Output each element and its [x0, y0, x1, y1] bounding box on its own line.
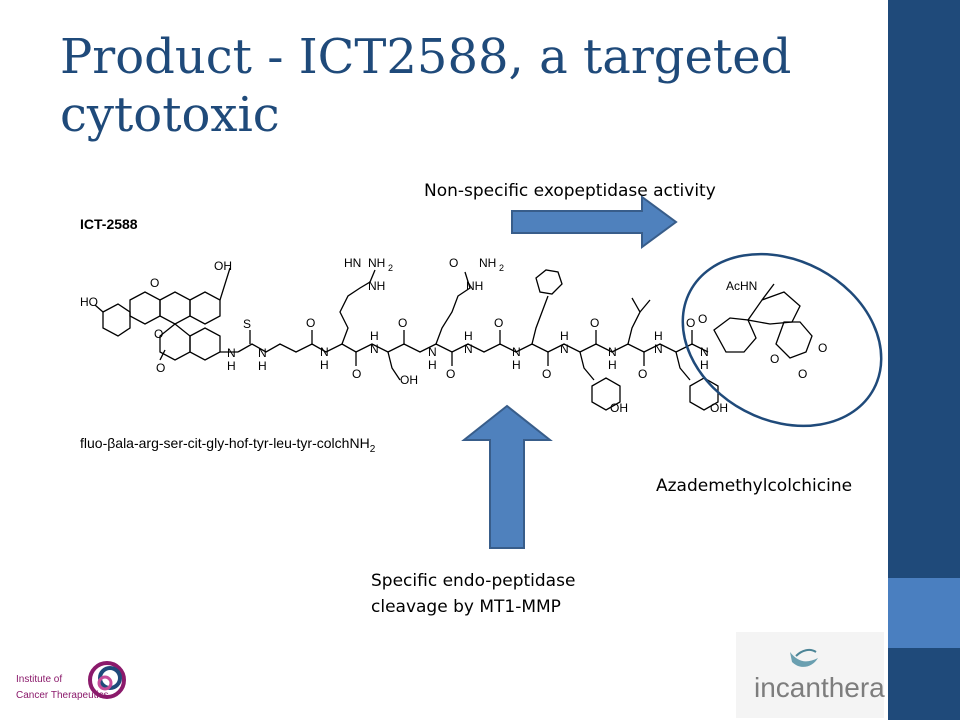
icr-logo-line2: Cancer Therapeutics: [16, 690, 109, 701]
atom-n-3: N: [320, 345, 329, 359]
atom-oh-tyr1: OH: [610, 401, 628, 415]
slide-title: Product - ICT2588, a targeted cytotoxic: [60, 29, 792, 143]
atom-s: S: [243, 317, 251, 331]
atom-hn-arg: HN: [344, 256, 361, 270]
atom-h-4: H: [370, 329, 379, 343]
atom-nh-arg: NH: [368, 279, 385, 293]
incanthera-logo: incanthera: [736, 632, 885, 718]
atom-o-2: O: [306, 316, 315, 330]
atom-sub2-arg: 2: [388, 263, 393, 273]
sidebar-accent: [888, 578, 960, 648]
icr-logo: Institute of Cancer Therapeutics: [12, 652, 162, 716]
icr-logo-mark: [88, 661, 126, 699]
atom-oh-ser: OH: [400, 373, 418, 387]
endopeptidase-arrow: [461, 404, 553, 549]
atom-o-ring: O: [150, 276, 159, 290]
atom-n-11: N: [700, 345, 709, 359]
endopeptidase-caption-line1: Specific endo-peptidase: [371, 571, 576, 591]
atom-n-10: N: [654, 342, 663, 356]
atom-o-8: O: [590, 316, 599, 330]
colchicine-caption: Azademethylcolchicine: [656, 476, 853, 496]
exopeptidase-arrow: [511, 195, 678, 249]
atom-n-7: N: [512, 345, 521, 359]
atom-h-2: H: [258, 359, 267, 373]
atom-oh-top: OH: [214, 259, 232, 273]
atom-h-3: H: [320, 358, 329, 372]
incanthera-wordmark: incanthera: [754, 672, 885, 703]
atom-o-7: O: [542, 367, 551, 381]
exopeptidase-caption: Non-specific exopeptidase activity: [424, 181, 716, 201]
atom-h-11: H: [700, 358, 709, 372]
atom-o-3: O: [352, 367, 361, 381]
atom-h-1: H: [227, 359, 236, 373]
atom-h-9: H: [608, 358, 617, 372]
molecule-name: ICT-2588: [80, 216, 138, 232]
atom-oh-tyr2: OH: [710, 401, 728, 415]
atom-o-5: O: [446, 367, 455, 381]
atom-h-6: H: [464, 329, 473, 343]
icr-logo-line1: Institute of: [16, 674, 63, 685]
atom-h-5: H: [428, 358, 437, 372]
atom-h-8: H: [560, 329, 569, 343]
atom-o-colch2: O: [770, 352, 779, 366]
colchicine-highlight-ellipse: [681, 252, 883, 428]
atom-achn: AcHN: [726, 279, 757, 293]
atom-n-2: N: [258, 346, 267, 360]
incanthera-logo-mark: [790, 648, 818, 667]
sequence-prefix: fluo-βala-arg-ser-cit-gly-hof-tyr-leu-ty…: [80, 435, 350, 451]
atom-h-7: H: [512, 358, 521, 372]
peptide-sequence: fluo-βala-arg-ser-cit-gly-hof-tyr-leu-ty…: [80, 435, 375, 455]
atom-nh2-arg: NH: [368, 256, 385, 270]
atom-ho: HO: [80, 295, 98, 309]
atom-o-carbonyl: O: [156, 361, 165, 375]
atom-o-4: O: [398, 316, 407, 330]
endopeptidase-caption-line2: cleavage by MT1-MMP: [371, 597, 561, 617]
atom-o-colch1: O: [698, 312, 707, 326]
atom-n-1: N: [227, 346, 236, 360]
atom-nh-cit: NH: [466, 279, 483, 293]
atom-o-6: O: [494, 316, 503, 330]
atom-o-cit: O: [449, 256, 458, 270]
sequence-subscript: 2: [369, 443, 376, 455]
endopeptidase-caption: Specific endo-peptidase cleavage by MT1-…: [371, 568, 575, 620]
atom-o-9: O: [638, 367, 647, 381]
atom-h-10: H: [654, 329, 663, 343]
atom-n-4: N: [370, 342, 379, 356]
atom-nh2-cit: NH: [479, 256, 496, 270]
sequence-suffix: NH: [349, 435, 370, 451]
atom-n-8: N: [560, 342, 569, 356]
atom-sub2-cit: 2: [499, 263, 504, 273]
atom-o-colch4: O: [818, 341, 827, 355]
atom-n-5: N: [428, 345, 437, 359]
atom-n-9: N: [608, 345, 617, 359]
atom-o-10: O: [686, 316, 695, 330]
atom-o-lactone: O: [154, 327, 163, 341]
atom-n-6: N: [464, 342, 473, 356]
atom-o-colch3: O: [798, 367, 807, 381]
